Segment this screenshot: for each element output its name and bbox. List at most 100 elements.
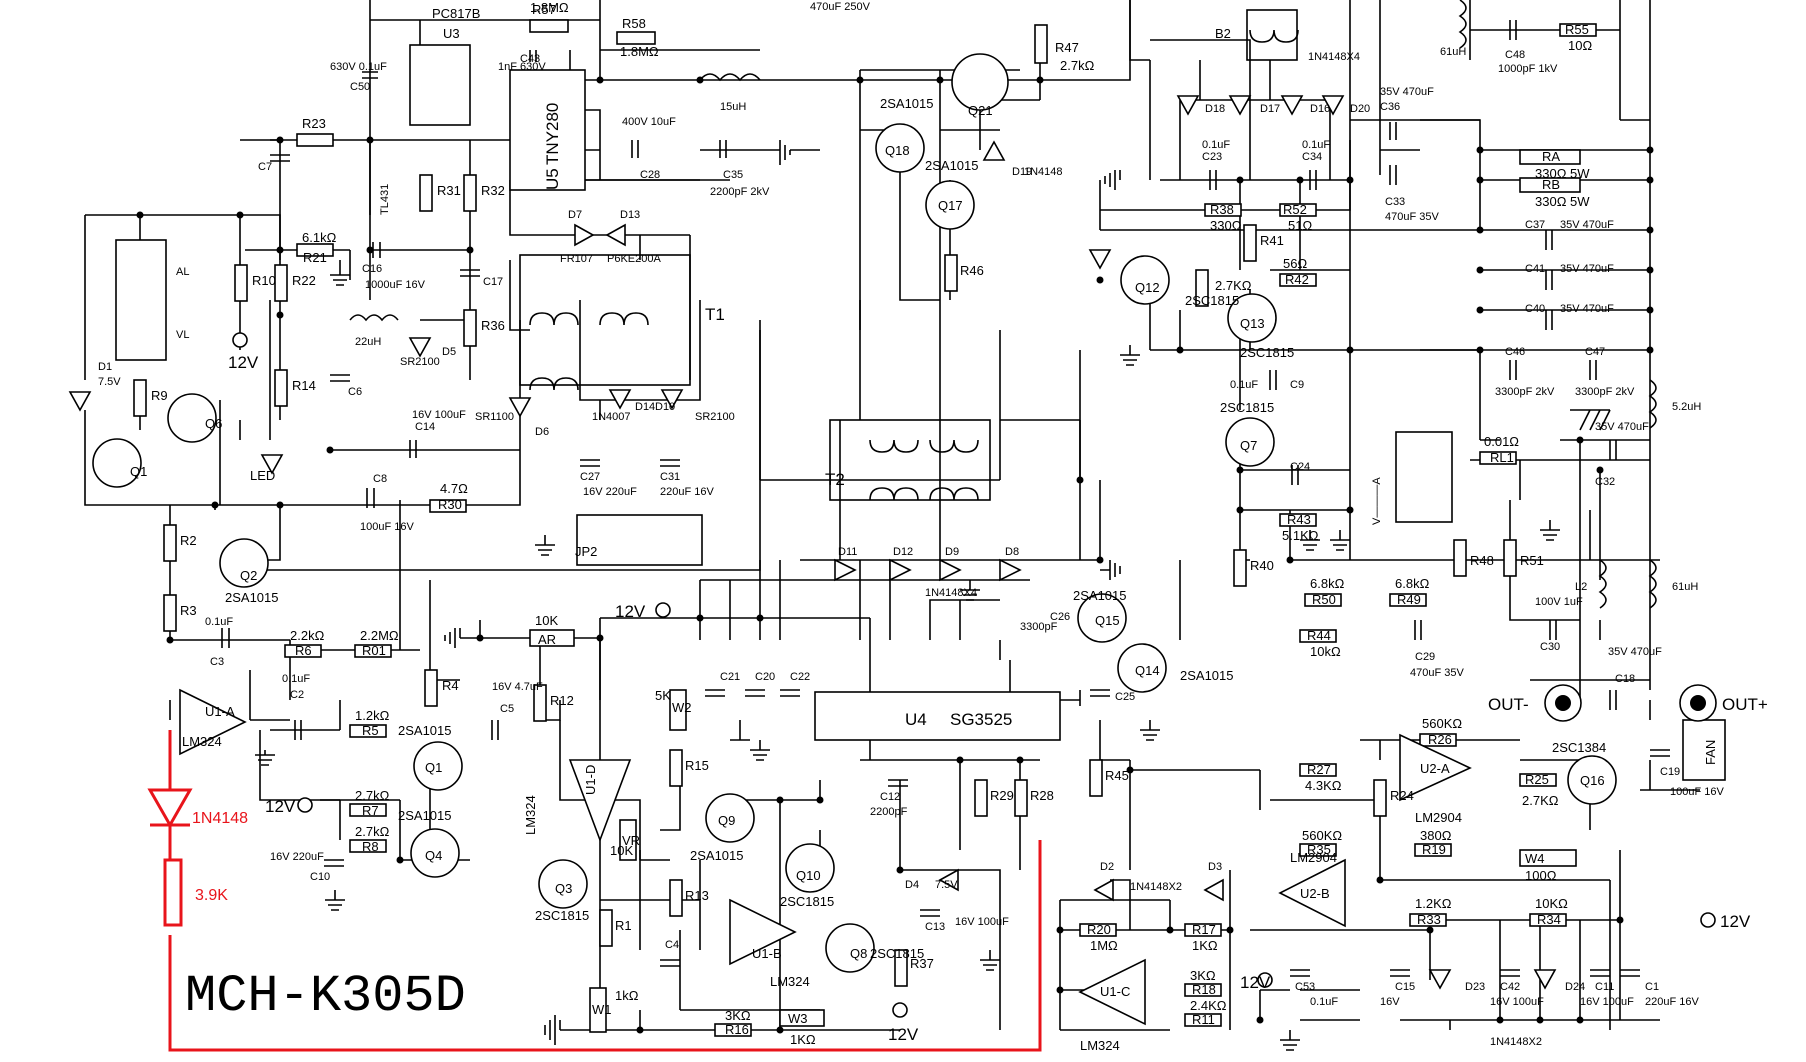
- diode-group-bot: 1N4148X2: [1130, 881, 1182, 893]
- q18-part: 2SA1015: [880, 96, 934, 111]
- v12-label-2: 12V: [265, 797, 296, 816]
- c30-id: C30: [1540, 641, 1560, 653]
- q3-id: Q3: [555, 881, 572, 896]
- r20-value: 1MΩ: [1090, 938, 1118, 953]
- c10-value: 16V 220uF: [270, 851, 324, 863]
- r58-value: 1.8MΩ: [620, 44, 659, 59]
- diode-symbols: [68, 95, 1557, 990]
- ic-u1a-part: LM324: [182, 734, 222, 749]
- rl1-value: 0.01Ω: [1484, 434, 1519, 449]
- r37-id: R37: [910, 956, 934, 971]
- mod-resistor-label: 3.9K: [195, 887, 228, 904]
- r47-value: 2.7kΩ: [1060, 58, 1095, 73]
- c24-id: C24: [1290, 461, 1310, 473]
- q12-part: 2SC1815: [1185, 293, 1239, 308]
- q6-id: Q6: [205, 416, 222, 431]
- c30-value: 100V 1uF: [1535, 596, 1583, 608]
- ra-value: 330Ω 5W: [1535, 166, 1590, 181]
- q4-id: Q4: [425, 848, 442, 863]
- r12-id: R12: [550, 693, 574, 708]
- c1-id: C1: [1645, 981, 1659, 993]
- r49-id: R49: [1397, 592, 1421, 607]
- r50-id: R50: [1312, 592, 1336, 607]
- c9-value: 0.1uF: [1230, 379, 1258, 391]
- c3-value: 0.1uF: [205, 616, 233, 628]
- q12-id: Q12: [1135, 280, 1160, 295]
- d11-id: D11: [838, 546, 857, 558]
- v12-label-1: 12V: [615, 602, 646, 621]
- c42-id: C42: [1500, 981, 1520, 993]
- c26-value: 3300pF: [1020, 621, 1058, 633]
- ic-bodies: [115, 9, 1726, 1026]
- d4-id: D4: [905, 879, 919, 891]
- c34-value: 0.1uF: [1302, 139, 1330, 151]
- c36-value: 35V 470uF: [1380, 86, 1434, 98]
- c16-id: C16: [362, 263, 382, 275]
- transformer-t1-label: T1: [705, 305, 725, 324]
- c8-id: C8: [373, 473, 387, 485]
- diode-group-mid: 1N4148X4: [925, 587, 977, 599]
- ic-u2b-id: U2-B: [1300, 886, 1330, 901]
- c4-id: C4: [665, 939, 679, 951]
- q10-part: 2SC1815: [780, 894, 834, 909]
- c53-id: C53: [1295, 981, 1315, 993]
- relay-b2-label: B2: [1215, 26, 1231, 41]
- d20-id: D20: [1350, 103, 1370, 115]
- c7-id: C7: [258, 161, 272, 173]
- r30-id: R30: [438, 497, 462, 512]
- r15-id: R15: [685, 758, 709, 773]
- rl1-id: RL1: [1490, 450, 1514, 465]
- r42-id: R42: [1285, 272, 1309, 287]
- r33-value: 1.2KΩ: [1415, 896, 1452, 911]
- r51-id: R51: [1520, 553, 1544, 568]
- ground-symbols: [255, 140, 1611, 1051]
- q1-id: Q1: [425, 760, 442, 775]
- r25-value: 2.7KΩ: [1522, 793, 1559, 808]
- r57-id: R57: [532, 2, 556, 17]
- q8-part: 2SC1815: [870, 946, 924, 961]
- c42-value: 16V 100uF: [1490, 996, 1544, 1008]
- r50-value: 6.8kΩ: [1310, 576, 1345, 591]
- d2-id: D2: [1100, 861, 1114, 873]
- c35-value: 2200pF 2kV: [710, 186, 770, 198]
- out-plus-label: OUT+: [1722, 695, 1768, 714]
- d4-value: 7.5V: [935, 879, 958, 891]
- r41-id: R41: [1260, 233, 1284, 248]
- c20-id: C20: [755, 671, 775, 683]
- d14-id: D14: [635, 401, 655, 413]
- ic-u1c-part: LM324: [1080, 1038, 1120, 1053]
- q2-part: 2SA1015: [225, 590, 279, 605]
- mod-diode-label: 1N4148: [192, 810, 248, 827]
- r27-id: R27: [1307, 762, 1331, 777]
- resistor-bodies: [133, 19, 1597, 1037]
- c14-id: C14: [415, 421, 435, 433]
- r28-id: R28: [1030, 788, 1054, 803]
- junction-dots: [136, 76, 1654, 1034]
- c23-value: 0.1uF: [1202, 139, 1230, 151]
- al-label: AL: [176, 266, 189, 278]
- d12-id: D12: [893, 546, 913, 558]
- c23-id: C23: [1202, 151, 1222, 163]
- r1-id: R1: [615, 918, 632, 933]
- r6-id: R6: [295, 643, 312, 658]
- c46-id: C46: [1505, 346, 1525, 358]
- title: MCH-K305D: [185, 967, 466, 1026]
- c50-value: 630V 0.1uF: [330, 61, 387, 73]
- c21-id: C21: [720, 671, 740, 683]
- r58-id: R58: [622, 16, 646, 31]
- q18-id: Q18: [885, 143, 910, 158]
- r01-id: R01: [362, 643, 386, 658]
- r18-value: 3KΩ: [1190, 968, 1216, 983]
- ic-u2a-id: U2-A: [1420, 761, 1450, 776]
- c17-id: C17: [483, 276, 503, 288]
- r48-id: R48: [1470, 553, 1494, 568]
- c43-value: 1nF 630V: [498, 61, 546, 73]
- c48-id: C48: [1505, 49, 1525, 61]
- r43-value: 5.1KΩ: [1282, 528, 1319, 543]
- w2-value: 5K: [655, 688, 671, 703]
- c18-id: C18: [1615, 673, 1635, 685]
- mod-resistor: [163, 858, 183, 927]
- r2-id: R2: [180, 533, 197, 548]
- c29-value: 470uF 35V: [1410, 667, 1464, 679]
